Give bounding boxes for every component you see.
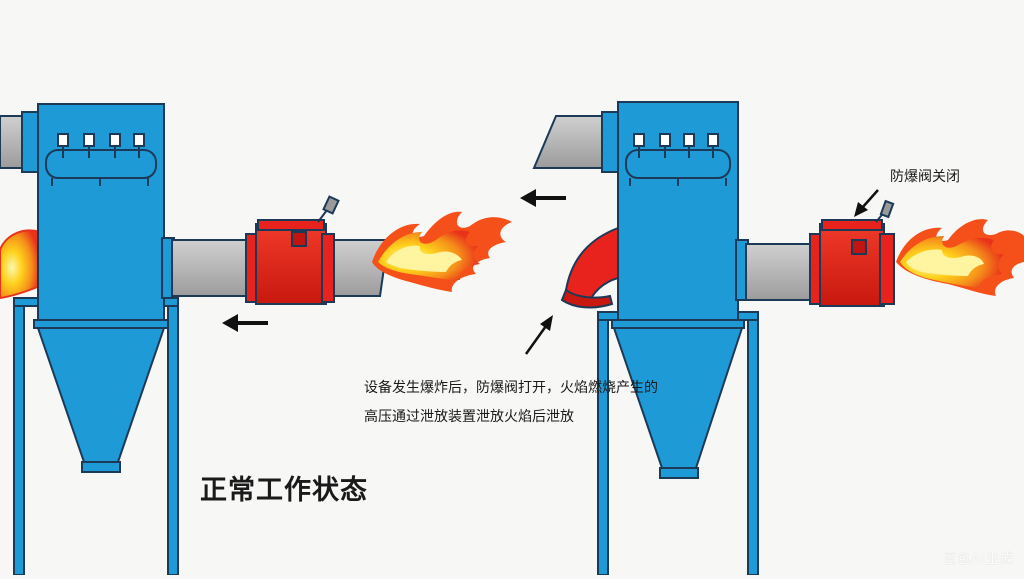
outlet-duct (333, 239, 390, 297)
support-leg-right (167, 299, 179, 576)
arrow-icon (854, 189, 879, 217)
valve-top-cap (821, 219, 883, 231)
header-pipe (625, 149, 731, 179)
flame-icon (896, 219, 1024, 296)
arrow-icon (222, 314, 268, 332)
valve-flange-right (321, 233, 335, 303)
valve-top-cap (257, 219, 325, 231)
collector-ledge (611, 319, 745, 329)
support-leg-left (13, 299, 25, 576)
top-inlet-duct (0, 115, 25, 169)
description-line-1: 设备发生爆炸后，防爆阀打开，火焰燃烧产生的 (364, 380, 658, 396)
valve-indicator (291, 231, 307, 247)
arrow-icon (524, 315, 553, 355)
connecting-duct (171, 239, 251, 297)
top-inlet-duct (532, 115, 605, 169)
connecting-duct (745, 243, 813, 301)
pulse-valve-row (57, 133, 145, 158)
valve-flange-right (879, 233, 895, 305)
normal-state-label: 正常工作状态 (200, 475, 368, 506)
explosion-description: 设备发生爆炸后，防爆阀打开，火焰燃烧产生的 高压通过泄放装置泄放火焰后泄放 (364, 374, 658, 432)
collector-body (37, 103, 165, 321)
valve-lever-icon (317, 195, 340, 223)
collector-ledge (33, 319, 169, 329)
pulse-valve-row (633, 133, 719, 158)
explosion-state-diagram (520, 101, 1024, 576)
support-leg-left (597, 311, 609, 576)
description-line-2: 高压通过泄放装置泄放火焰后泄放 (364, 409, 574, 425)
flame-icon (372, 211, 512, 292)
explosion-valve-body (819, 223, 885, 307)
hopper-outlet (659, 467, 699, 479)
watermark: 豆包AI生成 (943, 552, 1014, 567)
vent-panel-edge (560, 288, 614, 309)
hopper-cone (36, 327, 166, 463)
arrow-icon (520, 189, 566, 207)
valve-indicator (851, 239, 867, 255)
valve-closed-label: 防爆阀关闭 (890, 169, 960, 185)
flame-icon (0, 229, 41, 300)
hopper-outlet (81, 461, 121, 473)
valve-lever-icon (875, 199, 895, 223)
support-leg-right (747, 311, 759, 576)
